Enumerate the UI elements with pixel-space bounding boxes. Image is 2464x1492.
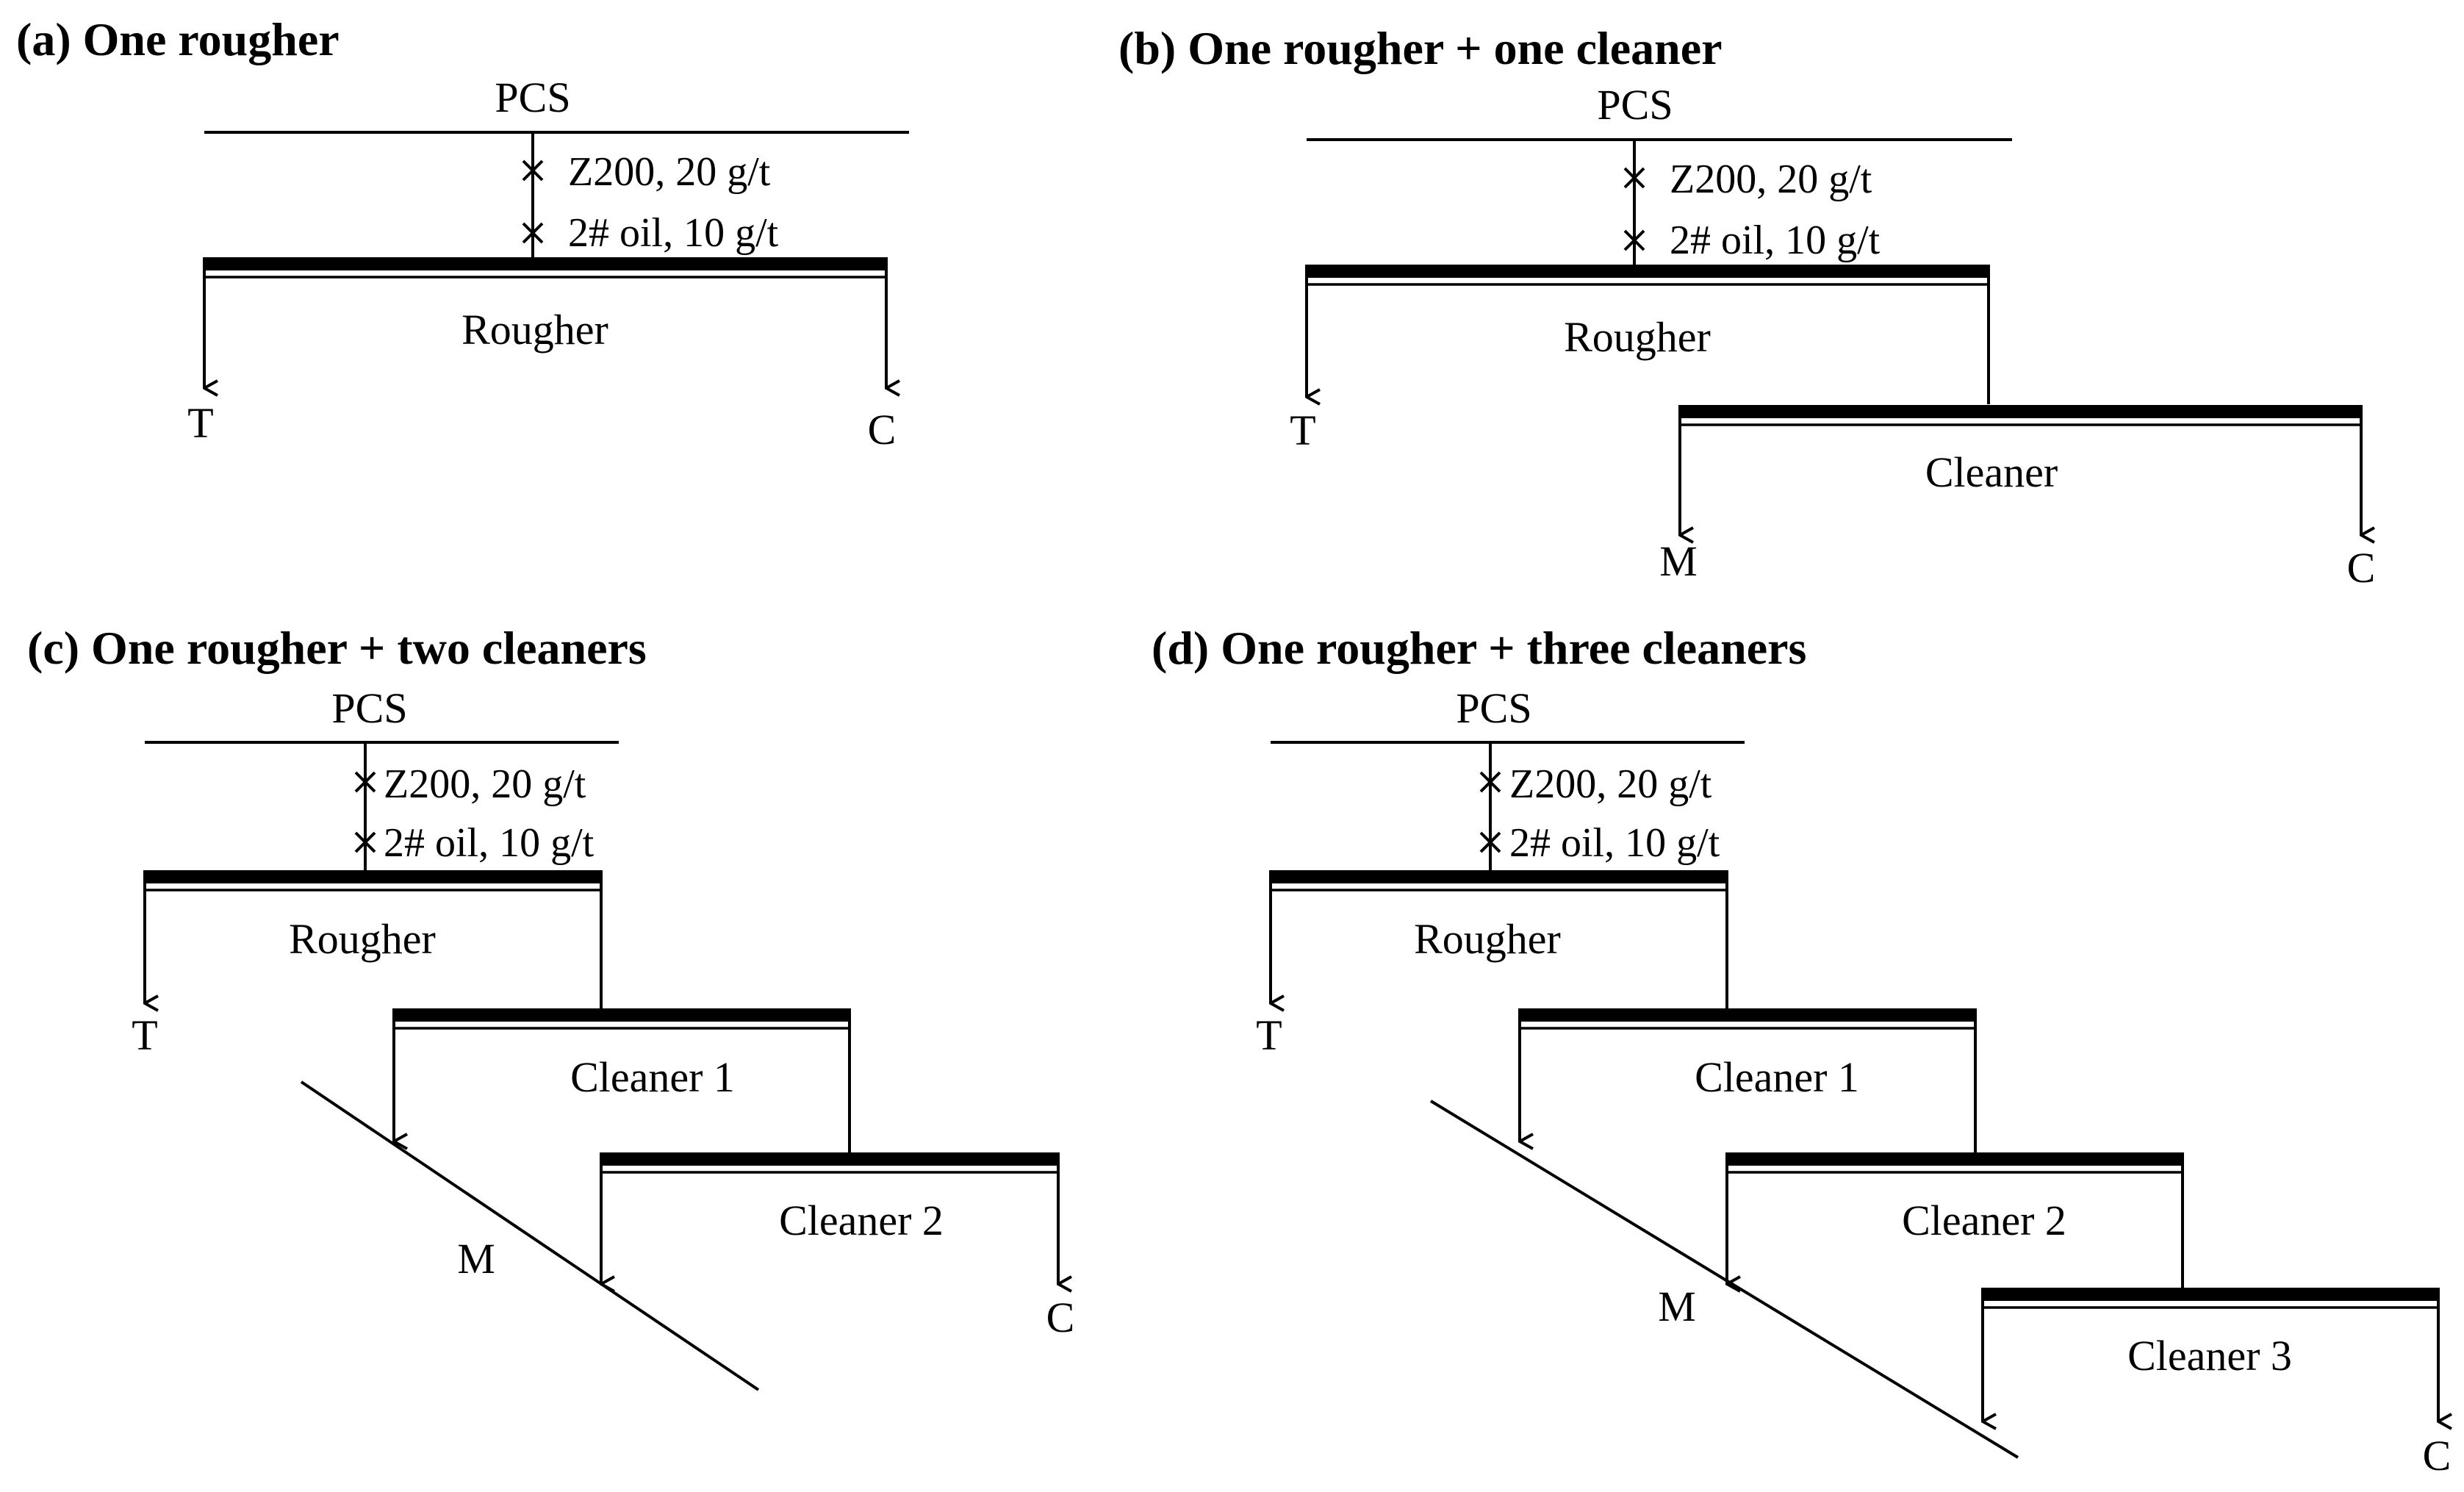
- panel-d: (d) One rougher + three cleaners PCS Z20…: [1152, 622, 2451, 1480]
- panel-b-reagent-mark-1: [1623, 167, 1645, 189]
- panel-d-cell-rougher: Rougher: [1414, 915, 1561, 963]
- panel-b-feed-label: PCS: [1597, 81, 1673, 129]
- panel-d-title: (d) One rougher + three cleaners: [1152, 622, 1806, 674]
- panel-d-feed-label: PCS: [1456, 684, 1531, 732]
- panel-d-rougher-cell: [1271, 870, 1727, 892]
- panel-c-output-t: T: [132, 1011, 157, 1059]
- panel-c-output-c: C: [1046, 1294, 1075, 1341]
- panel-b: (b) One rougher + one cleaner PCS Z200, …: [1118, 22, 2375, 592]
- panel-d-cleaner3-cell: [1983, 1288, 2438, 1309]
- panel-d-cell-cleaner-3: Cleaner 3: [2127, 1332, 2292, 1380]
- panel-c-title: (c) One rougher + two cleaners: [27, 622, 647, 674]
- panel-a-reagent-2: 2# oil, 10 g/t: [568, 210, 779, 256]
- panel-c-cleaner1-cell: [394, 1008, 850, 1030]
- panel-c-cell-rougher: Rougher: [289, 915, 436, 963]
- panel-b-cell-cleaner: Cleaner: [1925, 448, 2058, 496]
- panel-d-cleaner2-cell: [1727, 1152, 2183, 1174]
- panel-d-reagent-2: 2# oil, 10 g/t: [1509, 820, 1720, 866]
- panel-b-output-t: T: [1290, 406, 1315, 454]
- panel-b-output-m: M: [1659, 537, 1698, 585]
- panel-d-cell-cleaner-2: Cleaner 2: [1902, 1197, 2066, 1244]
- panel-d-cleaner1-cell: [1520, 1008, 1975, 1030]
- panel-d-output-c: C: [2423, 1432, 2452, 1480]
- panel-b-rougher-cell: [1307, 265, 1989, 286]
- panel-b-output-c: C: [2347, 544, 2376, 592]
- panel-d-reagent-mark-2: [1479, 831, 1501, 853]
- panel-a-output-t: T: [187, 399, 213, 447]
- panel-d-output-t: T: [1256, 1011, 1282, 1059]
- panel-c: (c) One rougher + two cleaners PCS Z200,…: [27, 622, 1075, 1391]
- panel-c-reagent-mark-2: [354, 831, 376, 853]
- panel-d-reagent-1: Z200, 20 g/t: [1509, 761, 1712, 807]
- panel-c-reagent-2: 2# oil, 10 g/t: [384, 820, 595, 866]
- panel-c-middlings-collector: [300, 1080, 760, 1391]
- panel-b-reagent-1: Z200, 20 g/t: [1670, 157, 1872, 202]
- panel-d-middlings-collector: [1429, 1100, 2019, 1459]
- panel-c-reagent-mark-1: [354, 771, 376, 793]
- panel-b-title: (b) One rougher + one cleaner: [1118, 22, 1723, 74]
- panel-c-reagent-1: Z200, 20 g/t: [384, 761, 586, 807]
- panel-c-feed-label: PCS: [331, 684, 407, 732]
- panel-a-reagent-mark-1: [522, 159, 544, 182]
- panel-d-reagent-mark-1: [1479, 771, 1501, 793]
- panel-c-rougher-cell: [145, 870, 601, 892]
- panel-b-reagent-mark-2: [1623, 229, 1645, 251]
- panel-c-cleaner2-cell: [601, 1152, 1058, 1174]
- panel-a-reagent-mark-2: [522, 222, 544, 244]
- panel-b-cell-rougher: Rougher: [1564, 313, 1711, 361]
- panel-c-output-m: M: [457, 1235, 495, 1283]
- panel-a: (a) One rougher PCS Z200, 20 g/t 2# oil,…: [16, 13, 909, 453]
- panel-a-reagent-1: Z200, 20 g/t: [568, 149, 771, 195]
- panel-a-output-c: C: [868, 406, 897, 453]
- panel-c-cell-cleaner-2: Cleaner 2: [779, 1197, 944, 1244]
- panel-a-rougher-cell: [204, 257, 886, 279]
- panel-d-cell-cleaner-1: Cleaner 1: [1695, 1053, 1859, 1101]
- panel-a-feed-label: PCS: [495, 73, 570, 121]
- panel-b-reagent-2: 2# oil, 10 g/t: [1670, 218, 1881, 263]
- panel-a-cell-rougher: Rougher: [461, 306, 608, 354]
- panel-d-output-m: M: [1658, 1283, 1696, 1330]
- panel-c-cell-cleaner-1: Cleaner 1: [570, 1053, 735, 1101]
- panel-a-title: (a) One rougher: [16, 13, 340, 65]
- panel-b-cleaner-cell: [1680, 405, 2361, 426]
